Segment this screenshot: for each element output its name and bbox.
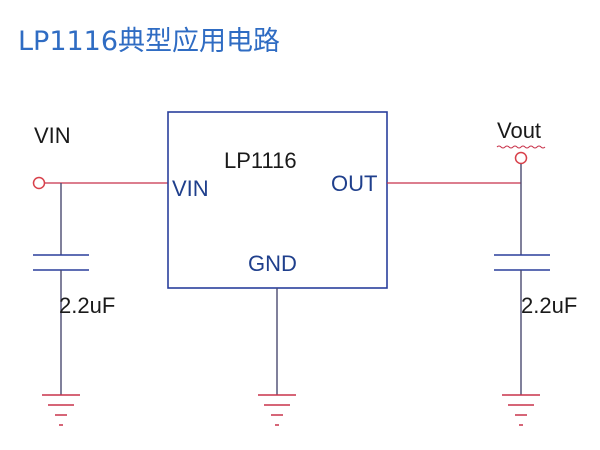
output-capacitor-value: 2.2uF [521,293,577,318]
output-label-underline [496,145,546,149]
input-terminal [32,176,46,190]
chip-pin-gnd: GND [248,251,297,276]
output-ground-icon [502,394,540,426]
regulator-chip [167,111,388,289]
chip-pin-out: OUT [331,171,377,196]
input-ground-icon [42,394,80,426]
output-terminal [514,151,528,165]
input-capacitor-value: 2.2uF [59,293,115,318]
diagram-title: LP1116典型应用电路 [18,26,280,57]
output-voltage-label: Vout [497,118,541,143]
chip-ground-icon [258,394,296,426]
chip-pin-vin: VIN [172,176,209,201]
chip-name: LP1116 [224,148,297,173]
input-voltage-label: VIN [34,123,71,148]
